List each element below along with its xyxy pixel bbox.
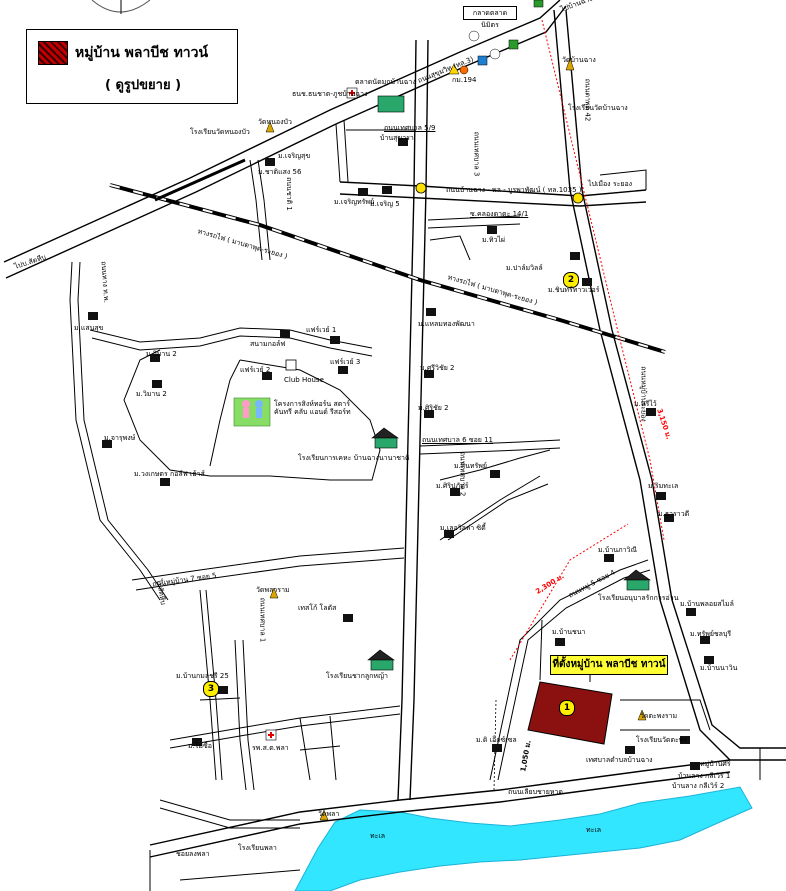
place-golf-1: แฟร์เวย์ 1 <box>306 326 337 334</box>
place-m-tree: ม.ทรีไว้ <box>634 400 657 408</box>
place-m-mai: ม.ทิวไผ่ <box>482 236 506 244</box>
place-wat-south: วัดบ้านฉาง <box>562 56 596 64</box>
secondary-roads <box>69 119 761 891</box>
top-label-box: กลาดตลาดนิมิตร <box>463 6 517 29</box>
place-m-kanthi: ม.บ้านนาวิน <box>700 664 738 672</box>
place-school-tabai: โรงเรียนวัดตะพง <box>636 736 687 744</box>
village-icons <box>88 138 714 770</box>
place-m-sirichai2: ม.ศิริปภัทร์ <box>436 482 469 490</box>
road-soi-14-1: ซ.คลองตาตะ 14/1 <box>470 210 529 218</box>
place-marker2-label: ม.ชินทร์ทาวเวอร์ <box>548 286 600 294</box>
place-m-chonburi: ม.ทรัพย์ชลบุรี <box>690 630 732 638</box>
sea-label-left: ทะเล <box>370 832 386 840</box>
place-golf-3: แฟร์เวย์ 3 <box>330 358 361 366</box>
place-m-sirichai3: ม.ศิริชัย 2 <box>418 404 449 412</box>
road-soi-5-9: ถนนเทศบาล 5/9 <box>384 124 436 132</box>
place-hosp: เทศบาลตำบลบ้านฉาง <box>586 756 653 764</box>
place-m-jatu: ม.จารุพงษ์ <box>104 434 136 442</box>
place-marker3-label: ม.บ้านกมลชรี 25 <box>176 672 229 680</box>
place-school-pla: โรงเรียนพลา <box>238 844 277 852</box>
place-m-chaeng: ม.ชาติแสง 56 <box>258 168 302 176</box>
place-m-sinsap: ม.สินทรัพย์ <box>454 462 487 470</box>
main-roads <box>3 0 786 858</box>
place-wat-tabai: วัดตะพงราม <box>640 712 678 720</box>
place-m-wit2b: ม.วิมาน 2 <box>136 390 167 398</box>
road-beach: ถนนเลียบชายหาด <box>508 788 563 796</box>
roundabouts <box>415 182 584 204</box>
place-m-charoen5: ม.เจริญทรัพย์ <box>334 198 375 206</box>
place-m-baanpraya: ม.บ้านพลอยสไมล์ <box>680 600 734 608</box>
place-wat-pla: วัดพลา <box>318 810 340 818</box>
place-km194: กม.194 <box>452 76 477 84</box>
road-to-right: ไปเมือง ระยอง <box>588 180 633 188</box>
place-baan-lang2: บ้านลาง กลีเวิร์ 2 <box>672 782 725 790</box>
place-club-house: Club House <box>284 376 324 384</box>
road-bottom: ชอยลงพลา <box>176 850 210 858</box>
sea <box>294 786 753 891</box>
place-m-palm: ม.ปาล์มวิลล์ <box>506 264 543 272</box>
place-m-maisiri: หมู่บ้านศิริ <box>700 760 731 768</box>
landmark-icons <box>448 0 544 75</box>
place-school-golf: โรงเรียนการเคหะ บ้านฉางนานาชาติ <box>298 454 410 462</box>
place-m-banchana: ม.บ้านชนา <box>552 628 586 636</box>
place-golf-2: แฟร์เวย์ 2 <box>240 366 271 374</box>
golf-course-icon <box>233 397 271 427</box>
road-nat: ถนนชาติ 1 <box>284 177 293 211</box>
place-m-rim: ม.ริมทะเล <box>648 482 679 490</box>
place-golf-project: โครงการสิงห์ทอร์น สตาร์ คันทรี คลับ แอนด… <box>274 400 351 416</box>
place-m-nongkla: ม.ดิ เอ็กซ์เซล <box>476 736 517 744</box>
marker-3[interactable]: 3 <box>203 681 219 697</box>
legend-subtitle[interactable]: ( ดูรูปขยาย ) <box>105 78 182 93</box>
place-m-nakhon: ม.แหลมทองพัฒนา <box>418 320 475 328</box>
place-baan-lang: บ้านลาง กลีเวิร์ 1 <box>678 772 731 780</box>
place-school-right: โรงเรียนวัดบ้านฉาง <box>568 104 628 112</box>
place-school-wat: โรงเรียนวัดหนองบัว <box>190 128 250 136</box>
road-baan-chang: ถนนบ้านฉาง - พล - บูรพาพัฒน์ ( ทล.1035 ) <box>446 186 582 194</box>
place-m-tara: ม.ธาราวดี <box>658 510 690 518</box>
place-m-loey: ม.เลอวิลล่า ซิตี้ <box>440 524 486 532</box>
place-m-mai2: ม.ไม่ซื่อ <box>188 742 212 750</box>
place-m-sirichai: ม.ศรีวิชัย 2 <box>420 364 455 372</box>
sea-label-right: ทะเล <box>586 826 602 834</box>
road-mid-vertical: ถนนเทศบาล 3 <box>472 131 481 177</box>
place-market: ตลาดนัดมุกบ้านฉาง <box>355 78 416 86</box>
marker-1[interactable]: 1 <box>559 700 575 716</box>
place-m-charoen: ม.เจริญสุข <box>278 152 311 160</box>
legend-title: หมู่บ้าน พลาบีช ทาวน์ <box>75 45 209 61</box>
place-ban-paradise: บ้านสุขารา <box>380 134 414 142</box>
road-soi-11: ถนนเทศบาล 6 ซอย 11 <box>422 436 494 444</box>
place-m-pta: ม.บ้านภาวิณี <box>598 546 637 554</box>
place-m-chonkaew: ม.เจริญ 5 <box>370 200 400 208</box>
distance-lines <box>509 19 665 661</box>
compass-icon <box>91 0 151 14</box>
map-legend: หมู่บ้าน พลาบีช ทาวน์ ( ดูรูปขยาย ) <box>26 29 238 104</box>
place-golf-house: ม.วงเกษตร กอล์ฟ เฮ้าส์ <box>134 470 205 478</box>
temple-icons <box>265 57 647 821</box>
railway <box>109 158 666 354</box>
hospital-icons <box>265 87 358 741</box>
place-m-paradise2: ม.แสนสุข <box>74 324 104 332</box>
project-callout[interactable]: ที่ตั้งหมู่บ้าน พลาบีช ทาวน์ <box>550 655 668 675</box>
place-wat-west: วัดพลาราม <box>256 586 290 594</box>
place-m-wit2: ม.วิมาน 2 <box>146 350 177 358</box>
place-hosp2: รพ.ส.ต.พลา <box>252 744 289 752</box>
place-tesco: เทสโก้ โลตัส <box>298 604 337 612</box>
place-wat-nong: วัดหนองบัว <box>258 118 292 126</box>
road-lower-vertical: ถนนเทศบาล 1 <box>258 597 267 643</box>
school-icons <box>367 95 651 671</box>
club-house-icon <box>285 359 297 371</box>
place-bank: ธนช.ธนชาต-ภูชบ้านฉาง <box>292 90 368 98</box>
place-school-chak: โรงเรียนชากลูกหญ้า <box>326 672 388 680</box>
road-east-vertical: ถนนหมู่บ้านระยอง <box>639 366 648 422</box>
marker-2[interactable]: 2 <box>563 272 579 288</box>
legend-swatch <box>38 41 68 65</box>
place-golf-course: สนามกอล์ฟ <box>250 340 286 348</box>
place-school-asia: โรงเรียนอนุบาลรักการอ่าน <box>598 594 679 602</box>
road-east-42: ถนนตาพุด 42 <box>583 78 592 122</box>
